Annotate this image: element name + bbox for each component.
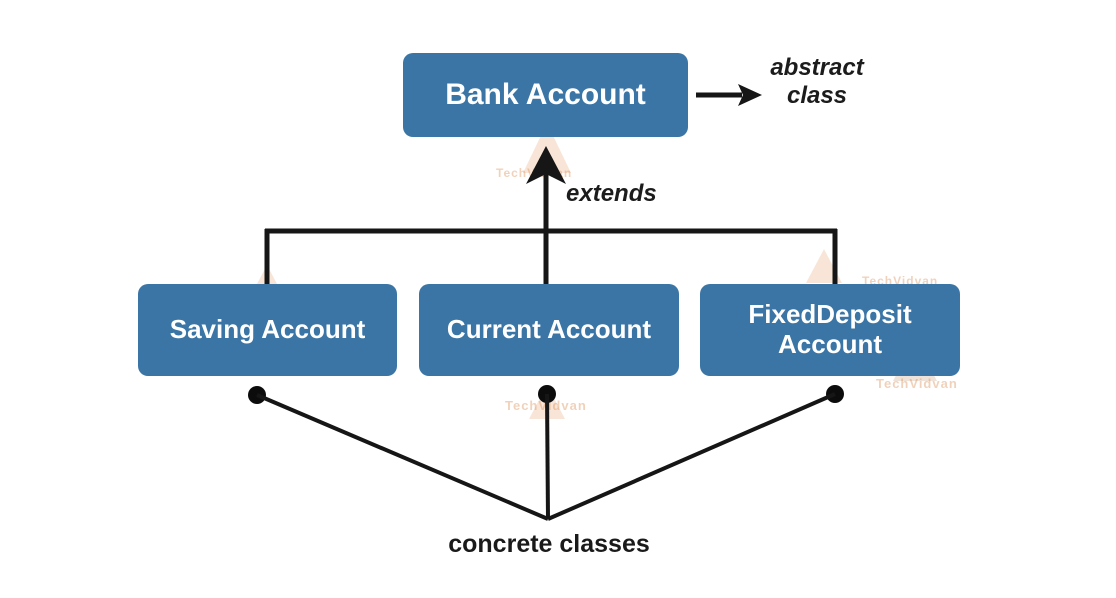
- fixeddeposit-account-label: FixedDeposit Account: [748, 299, 912, 359]
- concrete-pointer-line-right: [547, 392, 836, 521]
- watermark-text: TechVidvan: [876, 376, 958, 391]
- fixeddeposit-account-box: FixedDeposit Account: [700, 284, 960, 376]
- concrete-pointer-line-middle: [545, 393, 550, 520]
- abstract-pointer-arrowhead-icon: [738, 84, 762, 106]
- current-account-box: Current Account: [419, 284, 679, 376]
- bank-account-box: Bank Account: [403, 53, 688, 137]
- concrete-classes-annotation: concrete classes: [448, 530, 650, 558]
- abstract-class-annotation: abstract class: [770, 54, 864, 109]
- current-account-label: Current Account: [446, 314, 652, 345]
- saving-account-box: Saving Account: [138, 284, 397, 376]
- saving-account-label: Saving Account: [169, 314, 366, 345]
- extends-arrowhead-icon: [526, 146, 566, 184]
- concrete-pointer-line-left: [256, 393, 549, 521]
- extends-annotation: extends: [566, 180, 657, 207]
- bank-account-label: Bank Account: [445, 77, 646, 111]
